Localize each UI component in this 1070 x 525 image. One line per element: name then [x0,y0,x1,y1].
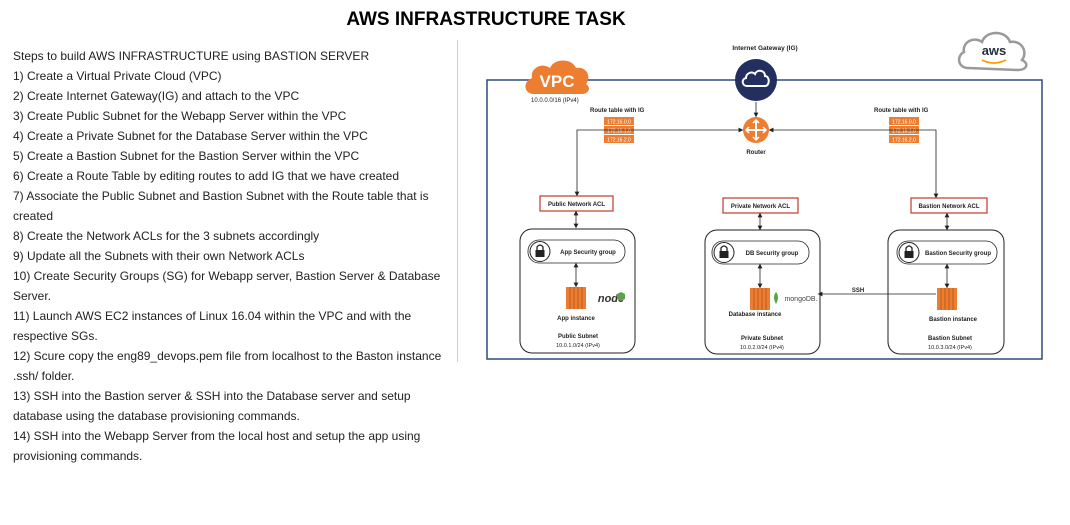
bastion-acl: Bastion Network ACL [910,197,988,214]
route-table-right-label: Route table with IG [874,108,929,114]
step-item: 6) Create a Route Table by editing route… [13,169,400,183]
route-table-left-label: Route table with IG [590,108,645,114]
vpc-label: VPC [540,72,575,91]
route-row: 172.16.1.0 [607,129,631,135]
vpc-cloud-icon: VPC [525,60,589,94]
step-item: 4) Create a Private Subnet for the Datab… [13,129,368,143]
route-row: 172.16.1.0 [892,129,916,135]
mongodb-logo-text: mongoDB. [784,296,817,303]
db-instance-label: Database instance [729,312,782,318]
private-acl: Private Network ACL [722,197,799,214]
aws-logo-text: aws [982,43,1007,58]
public-acl: Public Network ACL [539,195,614,212]
step-item: 8) Create the Network ACLs for the 3 sub… [13,229,320,243]
bastion-subnet-name: Bastion Subnet [928,336,972,342]
route-row: 172.16.0.0 [607,120,631,126]
step-item: 10) Create Security Groups (SG) for Weba… [13,269,441,303]
step-item: 7) Associate the Public Subnet and Basti… [13,189,429,223]
lock-icon [535,244,545,257]
route-row: 172.16.2.0 [892,138,916,144]
db-sg-label: DB Security group [746,251,799,257]
internet-gateway-icon [735,59,777,101]
public-subnet-cidr: 10.0.1.0/24 (IPv4) [556,343,600,349]
router-icon [743,117,769,143]
step-item: 13) SSH into the Bastion server & SSH in… [13,389,411,423]
step-item: 5) Create a Bastion Subnet for the Basti… [13,149,360,163]
bastion-sg: Bastion Security group [896,240,998,265]
bastion-sg-label: Bastion Security group [925,251,991,257]
app-sg-label: App Security group [560,250,616,256]
bastion-ec2-icon [937,288,957,310]
db-sg: DB Security group [711,240,810,265]
bastion-instance-label: Bastion instance [929,317,978,323]
router-public-link [574,127,744,197]
bastion-subnet-cidr: 10.0.3.0/24 (IPv4) [928,345,972,351]
bastion-acl-label: Bastion Network ACL [918,204,979,210]
db-ec2-icon [750,288,770,310]
public-acl-label: Public Network ACL [548,202,605,208]
aws-cloud-icon: aws [957,31,1028,72]
app-instance-label: App instance [557,316,595,322]
route-row: 172.16.2.0 [607,138,631,144]
private-acl-label: Private Network ACL [731,204,790,210]
ssh-label: SSH [852,288,864,294]
steps-heading: Steps to build AWS INFRASTRUCTURE using … [13,49,370,63]
step-item: 9) Update all the Subnets with their own… [13,249,305,263]
page-title: AWS INFRASTRUCTURE TASK [346,9,626,30]
step-item: 2) Create Internet Gateway(IG) and attac… [13,89,300,103]
router-bastion-link [768,127,939,199]
step-item: 11) Launch AWS EC2 instances of Linux 16… [13,309,412,343]
divider [457,40,458,362]
architecture-diagram: aws VPC 10.0.0.0/16 (IPv4) Internet Gate… [486,31,1043,360]
lock-icon [719,245,729,258]
app-ec2-icon [566,287,586,309]
router-label: Router [746,150,766,156]
public-subnet-name: Public Subnet [558,334,598,340]
app-sg: App Security group [527,239,626,264]
private-subnet-name: Private Subnet [741,336,783,342]
ig-label: Internet Gateway (IG) [732,45,797,52]
mongodb-logo-icon: mongoDB. [774,292,818,304]
lock-icon [904,245,914,258]
vpc-cidr: 10.0.0.0/16 (IPv4) [531,98,579,104]
step-item: 1) Create a Virtual Private Cloud (VPC) [13,69,222,83]
step-item: 3) Create Public Subnet for the Webapp S… [13,109,347,123]
step-item: 12) Scure copy the eng89_devops.pem file… [13,349,442,383]
route-row: 172.16.0.0 [892,120,916,126]
steps-list: Steps to build AWS INFRASTRUCTURE using … [13,46,453,466]
private-subnet-cidr: 10.0.2.0/24 (IPv4) [740,345,784,351]
step-item: 14) SSH into the Webapp Server from the … [13,429,421,463]
node-logo-icon: node [598,292,625,305]
